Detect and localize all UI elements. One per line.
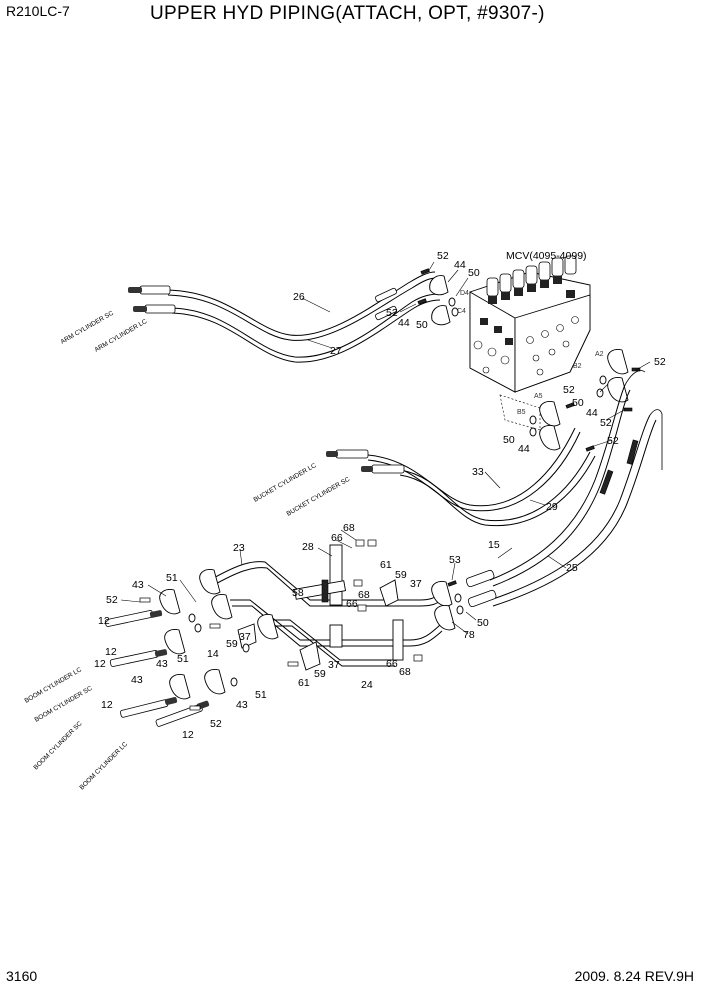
callout-43: 43 [131, 674, 143, 686]
callout-51: 51 [166, 572, 178, 584]
callout-50: 50 [477, 617, 489, 629]
callout-66: 66 [331, 532, 343, 544]
callout-28: 28 [302, 541, 314, 553]
callout-52: 52 [386, 307, 398, 319]
boom-pipes-long [465, 370, 663, 608]
callout-44: 44 [586, 407, 598, 419]
main-control-valve: MCV(4095-4099) D4 C4 A2 B2 A5 B5 [457, 250, 604, 431]
callout-52: 52 [210, 718, 222, 730]
callout-12: 12 [182, 729, 194, 741]
callout-44: 44 [518, 443, 530, 455]
arm-flange-group [417, 268, 459, 326]
callout-44: 44 [454, 259, 466, 271]
callout-58: 58 [292, 587, 304, 599]
callout-12: 12 [94, 658, 106, 670]
port-d4: D4 [460, 290, 469, 297]
callout-66: 66 [386, 658, 398, 670]
callout-43: 43 [156, 658, 168, 670]
callout-78: 78 [463, 629, 475, 641]
callout-24: 24 [361, 679, 373, 691]
callout-numbers: 52 44 50 26 52 44 50 27 52 52 50 44 52 5… [94, 250, 666, 741]
callout-68: 68 [343, 522, 355, 534]
callout-27: 27 [330, 345, 342, 357]
callout-50: 50 [503, 434, 515, 446]
arm-pipes: ARM CYLINDER SC ARM CYLINDER LC [60, 271, 441, 363]
callout-51: 51 [177, 653, 189, 665]
boom-hoses: BOOM CYLINDER LC BOOM CYLINDER SC BOOM C… [24, 569, 279, 791]
callout-52: 52 [600, 417, 612, 429]
callout-43: 43 [132, 579, 144, 591]
callout-50: 50 [572, 397, 584, 409]
callout-33: 33 [472, 466, 484, 478]
hose-label-bucket-sc: BUCKET CYLINDER SC [286, 476, 352, 518]
callout-43: 43 [236, 699, 248, 711]
port-c4: C4 [457, 308, 466, 315]
callout-25: 25 [566, 562, 578, 574]
callout-51: 51 [255, 689, 267, 701]
callout-14: 14 [207, 648, 219, 660]
callout-52: 52 [654, 356, 666, 368]
mcv-label: MCV(4095-4099) [506, 250, 587, 262]
callout-50: 50 [416, 319, 428, 331]
callout-59: 59 [314, 668, 326, 680]
callout-37: 37 [410, 578, 422, 590]
leader-lines [120, 261, 651, 635]
revision-date: 2009. 8.24 REV.9H [574, 968, 694, 984]
pipe-end-flanges [431, 580, 464, 631]
callout-53: 53 [449, 554, 461, 566]
callout-52: 52 [563, 384, 575, 396]
callout-66: 66 [346, 598, 358, 610]
callout-59: 59 [395, 569, 407, 581]
callout-12: 12 [105, 646, 117, 658]
callout-52: 52 [437, 250, 449, 262]
callout-29: 29 [546, 501, 558, 513]
model-code: R210LC-7 [6, 3, 70, 19]
port-a2: A2 [595, 351, 604, 358]
callout-61: 61 [298, 677, 310, 689]
callout-50: 50 [468, 267, 480, 279]
callout-23: 23 [233, 542, 245, 554]
callout-52: 52 [106, 594, 118, 606]
hose-label-bucket-lc: BUCKET CYLINDER LC [253, 462, 318, 504]
callout-37: 37 [239, 631, 251, 643]
callout-68: 68 [399, 666, 411, 678]
port-b5: B5 [517, 409, 526, 416]
boom-flange-group-right [596, 349, 641, 412]
callout-26: 26 [293, 291, 305, 303]
page-title: UPPER HYD PIPING(ATTACH, OPT, #9307-) [150, 3, 545, 24]
callout-61: 61 [380, 559, 392, 571]
hose-label-boom-lc-2: BOOM CYLINDER LC [78, 741, 129, 792]
bucket-flange-group [529, 401, 595, 452]
callout-15: 15 [488, 539, 500, 551]
port-b2: B2 [573, 363, 582, 370]
callout-37: 37 [328, 659, 340, 671]
callout-12: 12 [101, 699, 113, 711]
boom-pipes-lower [209, 544, 443, 671]
page-number: 3160 [6, 968, 38, 984]
callout-44: 44 [398, 317, 410, 329]
callout-12: 12 [98, 615, 110, 627]
port-a5: A5 [534, 393, 543, 400]
callout-59: 59 [226, 638, 238, 650]
callout-52: 52 [607, 435, 619, 447]
callout-68: 68 [358, 589, 370, 601]
fasteners [139, 539, 423, 711]
hose-label-boom-sc-2: BOOM CYLINDER SC [32, 720, 83, 771]
